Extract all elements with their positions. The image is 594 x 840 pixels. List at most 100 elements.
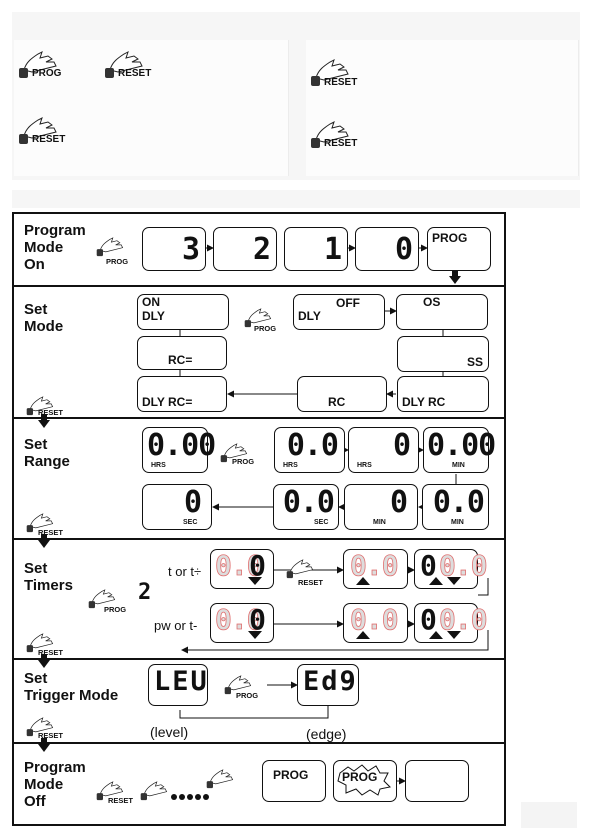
mode-off-dly: OFF DLY	[293, 294, 385, 330]
off-reset-hand-icon	[96, 778, 138, 809]
range-top-1: 0.00 HRS	[142, 427, 216, 473]
legend-reset-label-c: RESET	[324, 77, 358, 88]
trigger-prog-label: PROG	[236, 691, 259, 700]
prog-hand-icon	[96, 234, 138, 265]
range-value: 0	[392, 428, 411, 463]
legend-reset-hand-d	[310, 120, 370, 155]
flowchart-frame	[12, 212, 506, 826]
trigger-reset-label: RESET	[38, 731, 64, 740]
legend-reset-label-b: RESET	[32, 134, 66, 145]
timers-prog-digits: 2	[138, 580, 151, 605]
divider-2	[12, 417, 506, 419]
mode-off-dly-text: DLY	[298, 309, 321, 323]
timers-row2-label: pw or t-	[154, 618, 198, 633]
flash-burst-icon	[337, 764, 392, 796]
range-top-4: 0.00 MIN	[423, 427, 496, 473]
mode-off-text: OFF	[336, 296, 360, 310]
range-value: 0.0	[286, 428, 339, 463]
range-bottom-4: 0.0 MIN	[422, 484, 489, 530]
range-value: 0.00	[427, 428, 496, 463]
prog-display-text: PROG	[432, 231, 468, 245]
mode-reset-hand-icon	[26, 393, 68, 424]
mode-prog-label: PROG	[254, 324, 277, 333]
timers-reset-hand-icon-row	[286, 556, 328, 587]
timers-reset-row-label: RESET	[298, 578, 324, 587]
divider-3	[12, 538, 506, 540]
trigger-edge-display: Ed9	[297, 664, 359, 706]
off-prog-flash-text: PROG	[342, 770, 378, 784]
countdown-digit: 3	[181, 232, 200, 267]
timer-ghost-digits: 0.0	[439, 603, 488, 637]
range-bottom-2: 0.0 SEC	[273, 484, 339, 530]
range-reset-label: RESET	[38, 528, 64, 537]
range-top-3: 0 HRS	[348, 427, 419, 473]
timer-digit: 0	[420, 549, 437, 582]
label-set-timers: Set Timers	[24, 560, 73, 594]
range-value: 0.00	[147, 428, 216, 463]
mode-os: OS	[396, 294, 488, 330]
trigger-reset-hand-icon	[26, 714, 68, 745]
timer1-display-c: 0 0.0	[414, 549, 488, 589]
divider-4	[12, 658, 506, 660]
range-unit: HRS	[357, 462, 372, 469]
label-set-range: Set Range	[24, 436, 70, 470]
timer-ghost-digits: 0.0	[215, 603, 264, 637]
trigger-prog-hand-icon	[224, 672, 266, 703]
range-bottom-3: 0 MIN	[344, 484, 418, 530]
range-unit: HRS	[283, 462, 298, 469]
range-value: 0	[183, 485, 202, 520]
timers-prog-hand-icon	[88, 586, 130, 617]
off-hand-icon-2	[140, 778, 182, 809]
off-prog-flash-display: PROG	[333, 760, 397, 802]
timers-row1-label: t or t÷	[168, 564, 202, 579]
trigger-edge-caption: (edge)	[306, 726, 347, 742]
range-value: 0.0	[282, 485, 335, 520]
mode-reset-label: RESET	[38, 408, 64, 417]
range-unit: MIN	[451, 519, 464, 526]
timer1-display-b: 0.0	[343, 549, 408, 589]
timer-ghost-digits: 0.0	[215, 549, 264, 583]
timer1-display-a: 0.0 0	[210, 549, 274, 589]
range-bottom-1: 0 SEC	[142, 484, 212, 530]
off-prog-display: PROG	[262, 760, 326, 802]
timer-digit: 0	[249, 549, 266, 582]
timers-reset-label: RESET	[38, 648, 64, 657]
range-top-2: 0.0 HRS	[274, 427, 345, 473]
mode-rc-eq: RC=	[137, 336, 227, 370]
range-reset-hand-icon	[26, 510, 68, 541]
timer-ghost-digits: 0.0	[350, 549, 399, 583]
label-set-trigger: Set Trigger Mode	[24, 670, 119, 704]
timer-ghost-digits: 0.0	[439, 549, 488, 583]
timer2-display-a: 0.0 0	[210, 603, 274, 643]
mode-dly-rc-eq: DLY RC=	[137, 376, 227, 412]
mode-ss: SS	[397, 336, 489, 372]
mode-dly-rc: DLY RC	[397, 376, 489, 412]
mode-dly-rc-eq-text: DLY RC=	[142, 395, 193, 409]
divider-1	[12, 285, 506, 287]
legend-reset-hand-c	[310, 58, 370, 93]
trigger-level-caption: (level)	[150, 724, 189, 740]
timer2-display-b: 0.0	[343, 603, 408, 643]
label-program-on: Program Mode On	[24, 222, 86, 273]
mode-dly-rc-text: DLY RC	[402, 395, 446, 409]
repeat-dots-icon	[171, 794, 209, 800]
timer-digit: 0	[420, 603, 437, 636]
range-unit: MIN	[373, 519, 386, 526]
prog-hand-label: PROG	[106, 257, 129, 266]
label-program-off: Program Mode Off	[24, 759, 86, 810]
range-value: 0	[389, 485, 408, 520]
range-unit: MIN	[452, 462, 465, 469]
legend-box-left	[14, 40, 289, 176]
countdown-digit: 2	[252, 232, 271, 267]
range-unit: SEC	[314, 519, 329, 526]
off-reset-label: RESET	[108, 796, 134, 805]
countdown-digit: 1	[323, 232, 342, 267]
countdown-display-2: 2	[213, 227, 277, 271]
timer-ghost-digits: 0.0	[350, 603, 399, 637]
legend-reset-label-a: RESET	[118, 68, 152, 79]
trigger-edge-text: Ed9	[303, 666, 358, 697]
up-down-arrow-icon	[429, 577, 461, 585]
range-value: 0.0	[432, 485, 485, 520]
up-down-arrow-icon	[429, 631, 461, 639]
legend-reset-hand-a	[104, 50, 164, 85]
